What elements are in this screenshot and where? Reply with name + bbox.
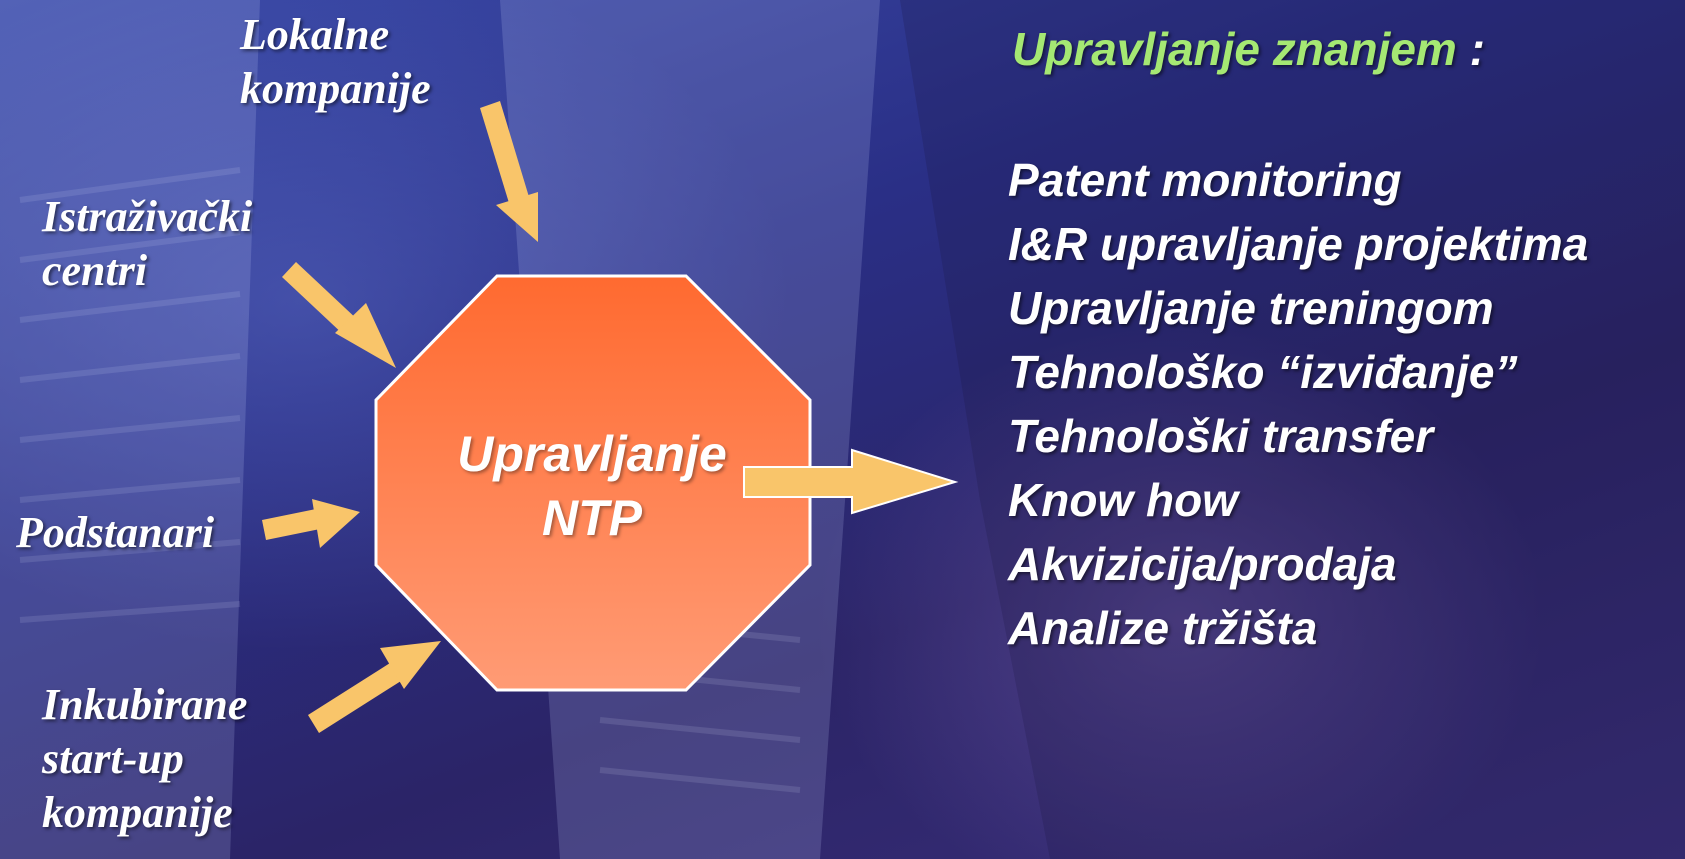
list-item: Know how [1008,474,1238,526]
list-item: Upravljanje treningom [1008,282,1494,334]
knowledge-heading-text: Upravljanje znanjem [1012,23,1457,75]
arrow-lokalne [480,101,538,242]
label-inkubirane-line2: start-up [42,734,184,783]
knowledge-heading: Upravljanje znanjem : [1012,22,1485,76]
label-istrazivacki-line2: centri [42,246,148,295]
arrow-podstanari [262,499,360,548]
list-item: Akvizicija/prodaja [1008,538,1397,590]
knowledge-topic-list: Patent monitoring I&R upravljanje projek… [1008,148,1588,660]
label-inkubirane-line1: Inkubirane [42,680,248,729]
label-lokalne-line1: Lokalne [240,10,390,59]
list-item: Patent monitoring [1008,154,1402,206]
label-istrazivacki-line1: Istraživački [42,192,253,241]
arrow-istrazivacki [282,262,396,368]
list-item: Tehnološki transfer [1008,410,1434,462]
label-istrazivacki-centri: Istraživački centri [42,190,252,298]
output-arrow [743,448,959,515]
label-inkubirane-start-up: Inkubirane start-up kompanije [42,678,247,840]
center-label-line2: NTP [542,490,642,546]
label-podstanari: Podstanari [16,506,214,560]
center-octagon [374,274,812,692]
list-item: Tehnološko “izviđanje” [1008,346,1518,398]
center-label: Upravljanje NTP [376,422,808,550]
list-item: I&R upravljanje projektima [1008,218,1589,270]
knowledge-heading-colon: : [1456,23,1485,75]
center-label-line1: Upravljanje [457,426,727,482]
label-lokalne-line2: kompanije [240,64,431,113]
label-podstanari-text: Podstanari [16,508,215,557]
label-lokalne-kompanije: Lokalne kompanije [240,8,431,116]
arrow-inkubirane [308,641,441,733]
list-item: Analize tržišta [1008,602,1318,654]
label-inkubirane-line3: kompanije [42,788,233,837]
